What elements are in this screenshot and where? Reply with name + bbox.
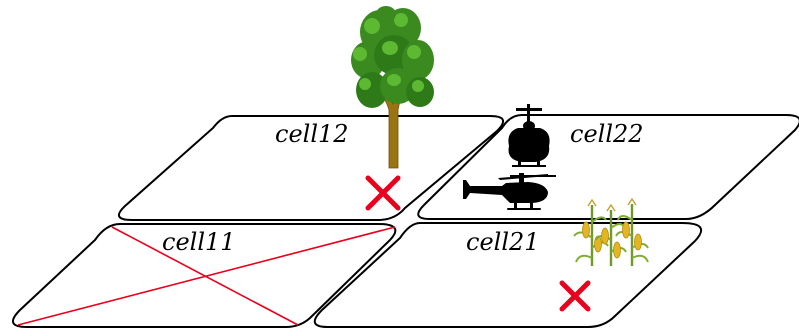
cross-mark-icon	[365, 175, 401, 211]
corn-plant-icon	[573, 197, 649, 266]
cell-11-diagonal-b	[17, 226, 396, 326]
helicopter-icon	[508, 104, 550, 167]
cell-22-label: cell22	[570, 120, 644, 148]
cell-12: cell12	[117, 115, 505, 221]
cell-12-outline	[117, 115, 505, 221]
helicopter-icon	[463, 173, 556, 210]
cell-12-label: cell12	[275, 120, 349, 148]
cell-11: cell11	[12, 223, 397, 328]
cell-21-outline	[313, 222, 703, 328]
cell-11-label: cell11	[162, 228, 236, 256]
cell-21: cell21	[313, 222, 703, 328]
tree-icon	[351, 6, 434, 169]
cell-21-label: cell21	[466, 228, 540, 256]
cross-mark-icon	[559, 280, 591, 312]
